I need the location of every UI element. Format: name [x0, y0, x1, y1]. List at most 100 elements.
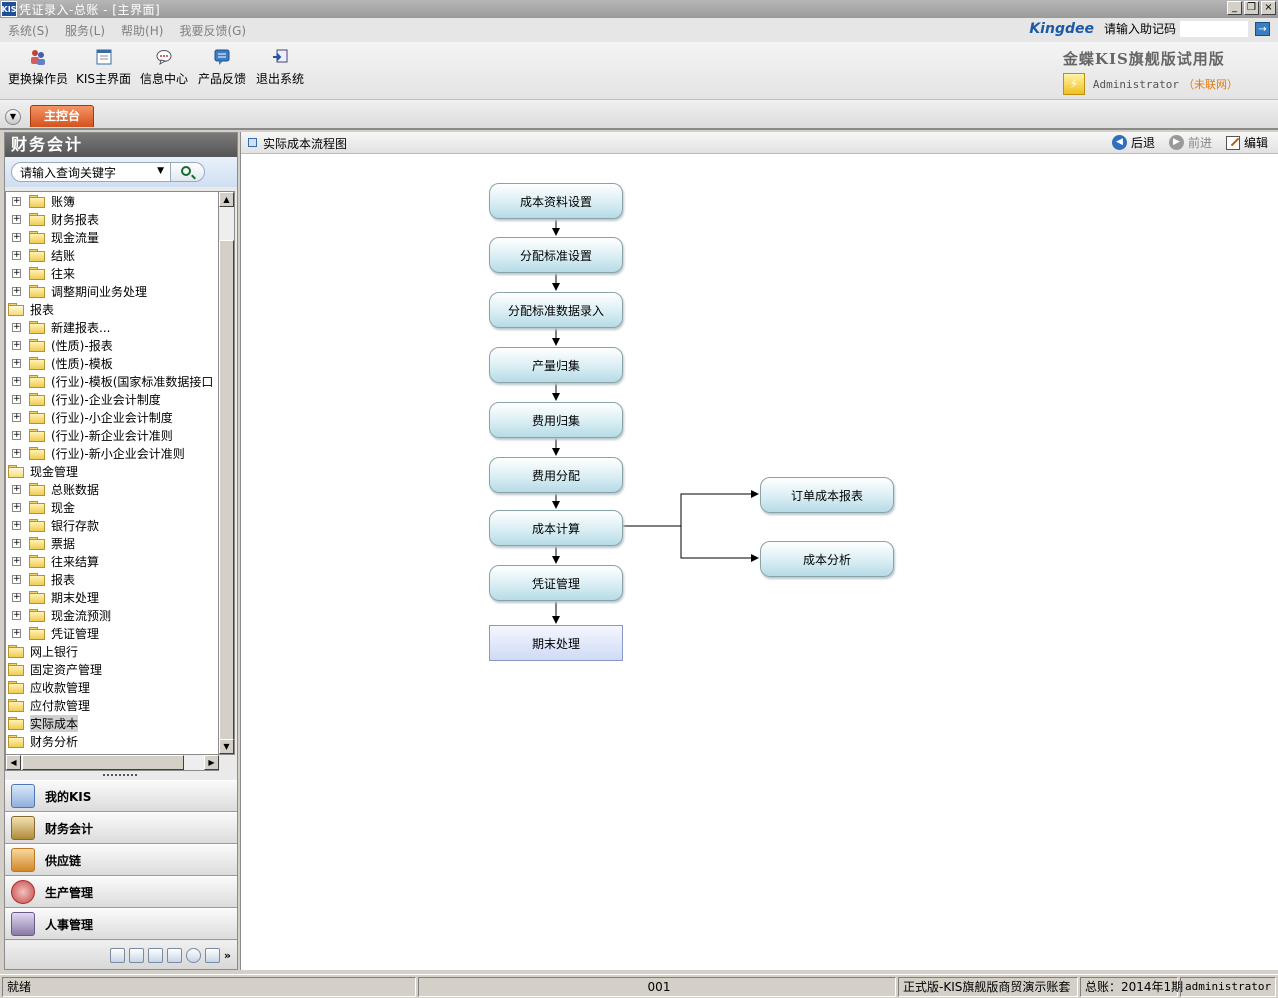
tree-node[interactable]: +(行业)-新企业会计准则 [12, 426, 173, 444]
flow-node-order-cost-report[interactable]: 订单成本报表 [760, 477, 894, 513]
info-center-button[interactable]: 信息中心 [140, 48, 188, 87]
tree-node[interactable]: +现金 [12, 498, 75, 516]
expand-icon[interactable]: + [12, 267, 21, 278]
expand-icon[interactable]: + [12, 411, 21, 422]
splitter-grip[interactable] [103, 774, 137, 778]
scroll-left-arrow[interactable]: ◀ [6, 755, 21, 770]
kis-main-button[interactable]: KIS主界面 [76, 48, 131, 87]
tree-node[interactable]: +结账 [12, 246, 75, 264]
menu-help[interactable]: 帮助(H) [121, 23, 164, 38]
settings-icon[interactable] [204, 947, 220, 963]
expand-icon[interactable]: + [12, 213, 21, 224]
tree-node[interactable]: +往来结算 [12, 552, 99, 570]
menu-feedback[interactable]: 我要反馈(G) [179, 23, 247, 38]
flow-node-allocation-standard-setup[interactable]: 分配标准设置 [489, 237, 623, 273]
tree-node[interactable]: 报表 [8, 300, 54, 318]
mnemonic-go-button[interactable]: → [1255, 22, 1270, 36]
module-my-kis[interactable]: 我的KIS [5, 780, 237, 812]
flow-node-cost-calculation[interactable]: 成本计算 [489, 510, 623, 546]
chevron-down-icon[interactable]: ▼ [157, 166, 164, 176]
tree-vertical-scrollbar[interactable]: ▲ ▼ [219, 191, 235, 755]
exit-system-button[interactable]: 退出系统 [256, 48, 304, 87]
expand-icon[interactable]: + [12, 591, 21, 602]
expand-icon[interactable]: + [12, 339, 21, 350]
module-hr[interactable]: 人事管理 [5, 908, 237, 940]
flow-node-expense-allocation[interactable]: 费用分配 [489, 457, 623, 493]
scroll-down-arrow[interactable]: ▼ [219, 739, 234, 754]
expand-icon[interactable]: + [12, 249, 21, 260]
horizontal-scroll-thumb[interactable] [22, 755, 184, 770]
tree-node[interactable]: +凭证管理 [12, 624, 99, 642]
tree-node[interactable]: 网上银行 [8, 642, 78, 660]
expand-icon[interactable]: + [12, 519, 21, 530]
module-supply-chain[interactable]: 供应链 [5, 844, 237, 876]
expand-icon[interactable]: + [12, 501, 21, 512]
tree-node[interactable]: 应付款管理 [8, 696, 90, 714]
flow-node-cost-analysis[interactable]: 成本分析 [760, 541, 894, 577]
expand-icon[interactable]: + [12, 573, 21, 584]
expand-icon[interactable]: + [12, 285, 21, 296]
tree-node[interactable]: 财务分析 [8, 732, 78, 750]
module-tree[interactable]: +账簿+财务报表+现金流量+结账+往来+调整期间业务处理报表+新建报表...+(… [5, 191, 219, 755]
product-feedback-button[interactable]: 产品反馈 [198, 48, 246, 87]
expand-icon[interactable]: + [12, 429, 21, 440]
globe-icon[interactable] [185, 947, 201, 963]
tree-node[interactable]: +现金流预测 [12, 606, 111, 624]
tree-node[interactable]: +(性质)-模板 [12, 354, 113, 372]
expand-icon[interactable]: + [12, 195, 21, 206]
tree-node[interactable]: +期末处理 [12, 588, 99, 606]
tree-node[interactable]: +总账数据 [12, 480, 99, 498]
tree-node[interactable]: 现金管理 [8, 462, 78, 480]
close-button[interactable]: × [1261, 1, 1276, 15]
store-icon[interactable] [147, 947, 163, 963]
flow-node-expense-collection[interactable]: 费用归集 [489, 402, 623, 438]
tree-node[interactable]: +(行业)-小企业会计制度 [12, 408, 173, 426]
expand-icon[interactable]: + [12, 555, 21, 566]
calculator-icon[interactable] [109, 947, 125, 963]
tree-node[interactable]: +(性质)-报表 [12, 336, 113, 354]
flow-node-output-collection[interactable]: 产量归集 [489, 347, 623, 383]
keyword-search-combo[interactable]: 请输入查询关键字 ▼ [11, 162, 171, 182]
search-button[interactable] [171, 162, 205, 182]
expand-icon[interactable]: + [12, 321, 21, 332]
forward-button[interactable]: ▶ 前进 [1168, 134, 1212, 151]
back-button[interactable]: ◀ 后退 [1111, 134, 1155, 151]
tree-node[interactable]: +新建报表... [12, 318, 110, 336]
tree-node[interactable]: +调整期间业务处理 [12, 282, 147, 300]
tree-node[interactable]: 固定资产管理 [8, 660, 102, 678]
cart-icon[interactable] [166, 947, 182, 963]
scroll-right-arrow[interactable]: ▶ [204, 755, 219, 770]
module-finance[interactable]: 财务会计 [5, 812, 237, 844]
tab-main-console[interactable]: 主控台 [30, 105, 94, 127]
minimize-button[interactable]: _ [1227, 1, 1242, 15]
tree-node[interactable]: +(行业)-模板(国家标准数据接口 [12, 372, 213, 390]
tree-node[interactable]: +现金流量 [12, 228, 99, 246]
tree-node[interactable]: +(行业)-新小企业会计准则 [12, 444, 185, 462]
expand-icon[interactable]: + [12, 357, 21, 368]
expand-icon[interactable]: + [12, 483, 21, 494]
ledger-icon[interactable] [128, 947, 144, 963]
flow-node-period-end[interactable]: 期末处理 [489, 625, 623, 661]
tree-node[interactable]: +(行业)-企业会计制度 [12, 390, 161, 408]
menu-system[interactable]: 系统(S) [8, 23, 49, 38]
switch-user-button[interactable]: 更换操作员 [8, 48, 68, 87]
restore-button[interactable]: ❐ [1244, 1, 1259, 15]
expand-icon[interactable]: + [12, 393, 21, 404]
flow-node-cost-data-setup[interactable]: 成本资料设置 [489, 183, 623, 219]
tree-node[interactable]: +往来 [12, 264, 75, 282]
expand-icon[interactable]: + [12, 447, 21, 458]
module-production[interactable]: 生产管理 [5, 876, 237, 908]
expand-icon[interactable]: + [12, 231, 21, 242]
expand-icon[interactable]: + [12, 537, 21, 548]
tree-horizontal-scrollbar[interactable]: ◀ ▶ [5, 755, 219, 771]
flow-node-allocation-data-entry[interactable]: 分配标准数据录入 [489, 292, 623, 328]
tree-node[interactable]: 应收款管理 [8, 678, 90, 696]
tree-node[interactable]: +账簿 [12, 192, 75, 210]
scroll-up-arrow[interactable]: ▲ [219, 192, 234, 207]
expand-icon[interactable]: + [12, 375, 21, 386]
flow-node-voucher-management[interactable]: 凭证管理 [489, 565, 623, 601]
tree-node[interactable]: +银行存款 [12, 516, 99, 534]
expand-icon[interactable]: + [12, 609, 21, 620]
chevron-down-icon[interactable]: ▼ [5, 109, 21, 125]
tree-node[interactable]: +财务报表 [12, 210, 99, 228]
